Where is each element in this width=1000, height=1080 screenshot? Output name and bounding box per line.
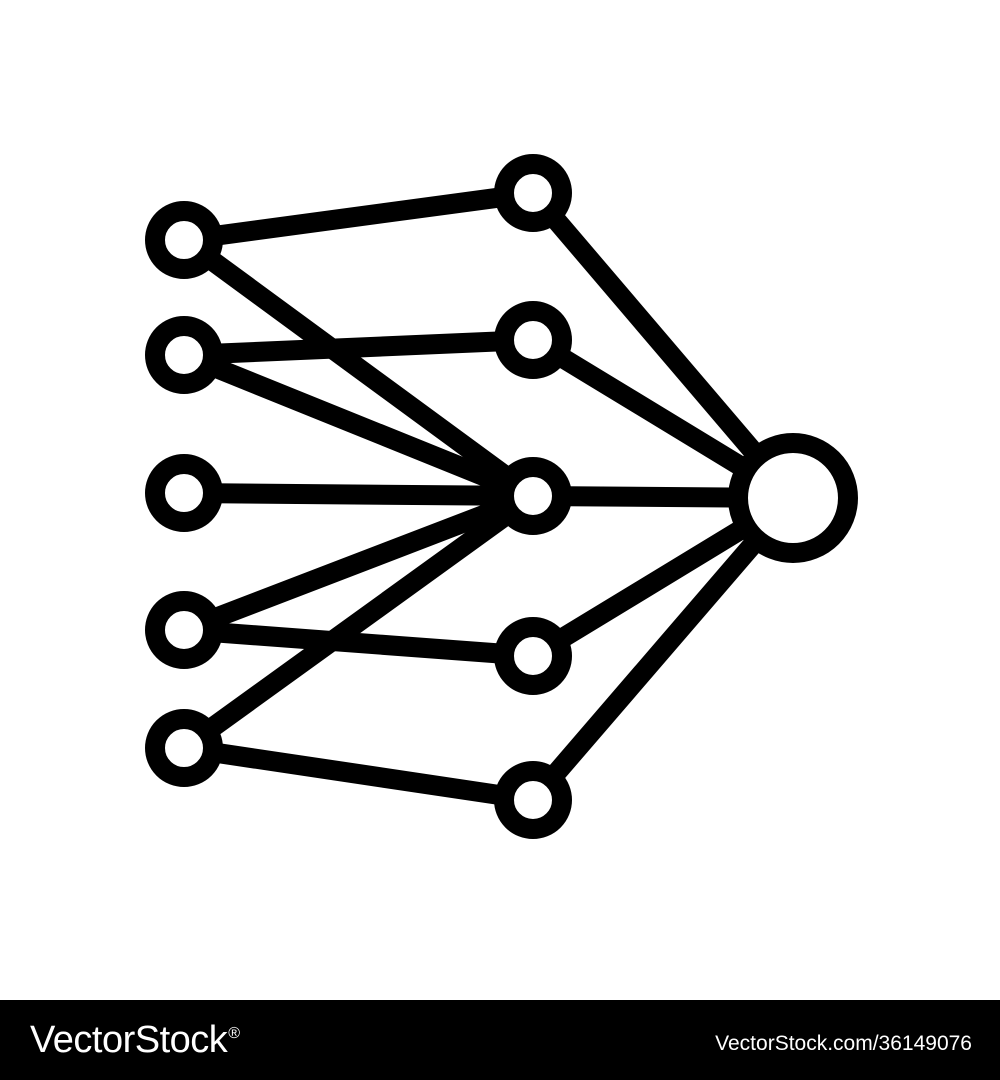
- neural-network-icon: [145, 154, 858, 839]
- brand-logo[interactable]: VectorStock®: [30, 1021, 240, 1059]
- node-h3: [494, 457, 572, 535]
- edge-in2-h3: [174, 345, 543, 506]
- footer-bar: VectorStock® VectorStock.com/36149076: [0, 1000, 1000, 1080]
- node-in4: [145, 591, 223, 669]
- node-in5: [145, 709, 223, 787]
- edge-in5-h3: [174, 486, 543, 758]
- image-attribution: VectorStock.com/36149076: [715, 1031, 972, 1055]
- node-out: [728, 433, 858, 563]
- node-h5: [494, 761, 572, 839]
- node-in2: [145, 316, 223, 394]
- edge-in3-h3: [174, 483, 543, 506]
- edge-h5-out: [523, 488, 803, 810]
- edge-h1-out: [523, 183, 803, 508]
- node-h2: [494, 301, 572, 379]
- edge-in5-h5: [174, 738, 543, 810]
- edge-in1-h1: [174, 183, 543, 250]
- edge-in1-h3: [174, 230, 543, 506]
- edge-in4-h3: [174, 486, 543, 640]
- node-in1: [145, 201, 223, 279]
- node-h4: [494, 617, 572, 695]
- node-in3: [145, 454, 223, 532]
- node-h1: [494, 154, 572, 232]
- brand-name: VectorStock: [30, 1019, 228, 1061]
- edge-in2-h2: [174, 330, 543, 365]
- registered-mark: ®: [228, 1025, 240, 1043]
- edge-in4-h4: [174, 620, 543, 666]
- icon-canvas: [145, 154, 858, 839]
